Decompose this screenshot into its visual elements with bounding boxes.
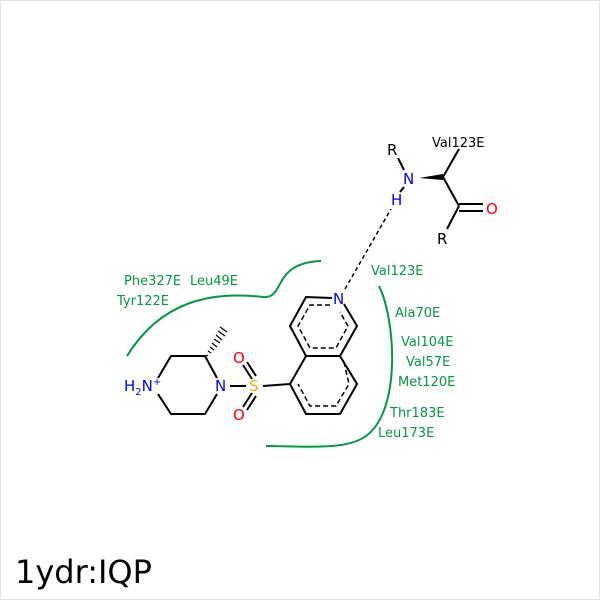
residue-label: Phe327E <box>124 274 181 289</box>
residue-label: Met120E <box>398 375 455 390</box>
residue-label: Val104E <box>401 335 454 350</box>
residue-label: Val57E <box>406 355 450 370</box>
hydrogen-bond <box>344 208 392 290</box>
residue-label: Tyr122E <box>116 294 169 309</box>
atom-r-bottom: R <box>437 230 447 248</box>
hydrophobic-arc-upper <box>126 260 322 357</box>
isoquinoline-ring <box>288 295 359 415</box>
residue-label: Val123E <box>371 264 424 279</box>
hbond-residue-label: Val123E <box>432 136 485 151</box>
atom-s: S <box>249 377 259 395</box>
atom-h-backbone: H <box>391 191 402 209</box>
residue-label: Leu173E <box>378 426 434 441</box>
hydrophobic-arc-right <box>265 285 394 448</box>
wedge-bond <box>419 174 443 180</box>
atom-o-top: O <box>233 349 245 367</box>
atom-r-top: R <box>387 141 397 159</box>
structure-title: 1ydr:IQP <box>15 553 152 591</box>
atom-n-piperazine: N <box>215 377 226 395</box>
residue-label: Leu49E <box>190 274 238 289</box>
atom-n-backbone: N <box>403 170 414 188</box>
methyl-hashed-wedge <box>205 326 228 357</box>
residue-label: Ala70E <box>395 306 440 321</box>
atom-h2n-plus: H2N+ <box>124 377 161 398</box>
atom-n-isoquinoline: N <box>333 290 344 308</box>
atom-o-bottom: O <box>233 406 245 424</box>
residue-label: Thr183E <box>389 406 445 421</box>
atom-o-carbonyl: O <box>486 200 498 218</box>
